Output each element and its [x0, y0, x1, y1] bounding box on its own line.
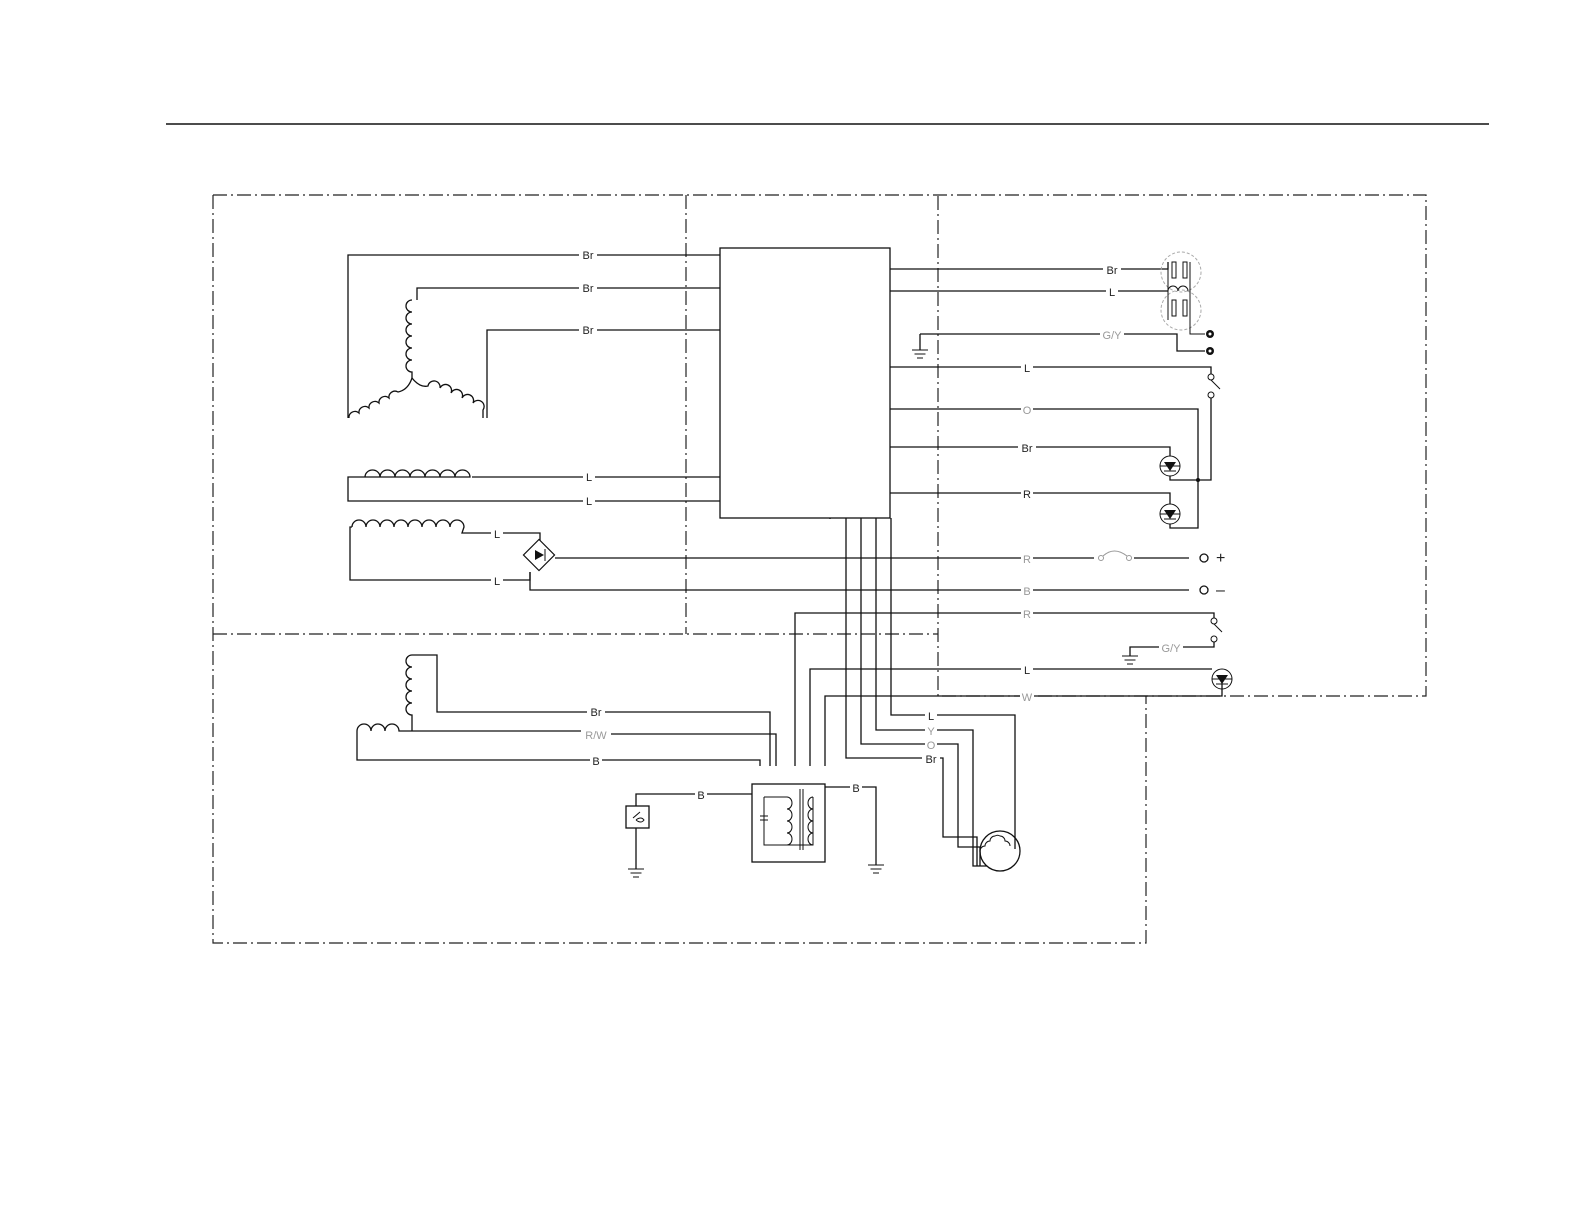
bridge-rectifier-icon [523, 539, 554, 570]
ignition-ground-b-label: B [852, 783, 859, 795]
oil-sensor-icon [626, 806, 649, 828]
engine-b-label: B [592, 756, 599, 768]
dc-minus-wire-label: B [1023, 586, 1030, 598]
ground-icon [868, 865, 884, 873]
excitation-label-2: L [494, 576, 500, 588]
terminal-icon [1206, 330, 1214, 355]
stator-main-label-1: Br [583, 250, 594, 262]
outlet-l-label: L [1109, 287, 1115, 299]
dc-switch-wire-label: R [1023, 609, 1031, 621]
winding-coil-icon [348, 470, 720, 501]
ground-icon [628, 869, 644, 877]
dc-plus-wire-label: R [1023, 554, 1031, 566]
engine-rw-label: R/W [585, 730, 607, 742]
motor-o-label: O [927, 740, 936, 752]
winding-coil-icon [352, 520, 540, 543]
switch-l-label: L [1024, 363, 1030, 375]
aux-winding-label-2: L [586, 496, 592, 508]
indicator-r-label: R [1023, 489, 1031, 501]
ground-icon [1122, 656, 1138, 664]
motor-l-label: L [928, 711, 934, 723]
terminal-icon [1200, 554, 1208, 562]
stator-main-label-2: Br [583, 283, 594, 295]
excitation-label-1: L [494, 529, 500, 541]
stator-main-winding: Br Br Br [348, 247, 720, 418]
terminal-icon [1200, 586, 1208, 594]
engine-coil: Br R/W B [357, 655, 770, 768]
lamp-w-label: W [1022, 692, 1033, 704]
dc-ground-wire-label: G/Y [1162, 643, 1182, 655]
switch-icon [1211, 618, 1222, 642]
ignition-coil-icon [752, 784, 825, 862]
excitation-winding: L L [350, 520, 1189, 590]
control-box [720, 248, 890, 518]
oil-sensor: B [626, 787, 752, 877]
indicator-o-label: O [1023, 405, 1032, 417]
lamp-icon [1160, 504, 1180, 524]
outlet-gy-label: G/Y [1103, 330, 1123, 342]
pilot-lamp-circuit: L W [810, 662, 1232, 766]
lamp-icon [1160, 456, 1180, 476]
engine-br-label: Br [591, 707, 602, 719]
motor-y-label: Y [927, 726, 935, 738]
dc-switch-circuit: R G/Y [795, 606, 1222, 766]
aux-winding: L L [348, 469, 720, 508]
outlet-br-label: Br [1107, 265, 1118, 277]
lamp-l-label: L [1024, 665, 1030, 677]
switch-icon [1208, 374, 1220, 398]
motor-br-label: Br [926, 754, 937, 766]
ignition-module: B [752, 780, 884, 873]
module-boundaries [213, 195, 1426, 943]
ground-icon [912, 350, 928, 358]
dc-minus-symbol: – [1216, 582, 1225, 599]
dc-plus-symbol: + [1216, 550, 1225, 567]
aux-winding-label-1: L [586, 472, 592, 484]
indicator-circuit: L O Br R [890, 360, 1220, 528]
motor-icon [980, 831, 1020, 871]
indicator-br-label: Br [1022, 443, 1033, 455]
winding-coil-icon [349, 300, 484, 418]
oil-sensor-b-label: B [697, 790, 704, 802]
stator-main-label-3: Br [583, 325, 594, 337]
outlet-socket-icon [1161, 252, 1205, 334]
winding-coil-icon [406, 655, 412, 731]
